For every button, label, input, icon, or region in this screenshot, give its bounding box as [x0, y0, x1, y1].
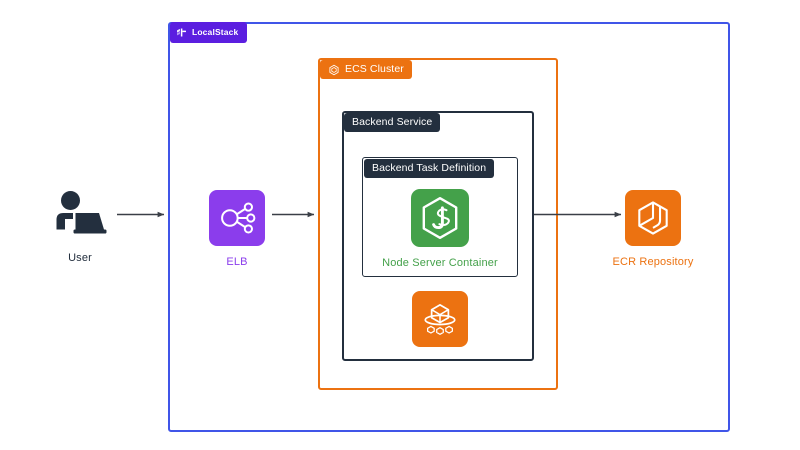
- elastic-load-balancer-icon: [209, 190, 265, 246]
- badge-localstack: LocalStack: [170, 22, 248, 43]
- user-laptop-icon: [52, 186, 108, 242]
- group-localstack-boundary: [168, 22, 730, 432]
- node-elb-label: ELB: [226, 256, 248, 268]
- group-backend-task-definition-boundary: [362, 157, 518, 277]
- localstack-logo-icon: [176, 27, 187, 38]
- node-user[interactable]: User: [52, 186, 108, 264]
- node-node-server-container-label: Node Server Container: [382, 257, 498, 269]
- ecr-repository-icon: [625, 190, 681, 246]
- node-ecr-repository-label: ECR Repository: [612, 256, 694, 268]
- ecs-task-fargate-icon: [412, 291, 468, 347]
- group-backend-service-boundary: [342, 111, 534, 361]
- node-fargate-task[interactable]: [412, 291, 468, 347]
- nodejs-icon: [411, 189, 469, 247]
- badge-backend-service: Backend Service: [344, 113, 441, 132]
- node-node-server-container[interactable]: Node Server Container: [382, 189, 498, 269]
- badge-backend-task-definition: Backend Task Definition: [364, 159, 495, 178]
- badge-ecs-cluster-label: ECS Cluster: [345, 63, 404, 76]
- badge-backend-service-label: Backend Service: [352, 116, 433, 129]
- badge-backend-task-definition-label: Backend Task Definition: [372, 162, 487, 175]
- node-elb[interactable]: ELB: [209, 190, 265, 268]
- ecs-cluster-icon: [328, 64, 340, 76]
- group-ecs-cluster-boundary: [318, 58, 558, 390]
- badge-ecs-cluster: ECS Cluster: [320, 60, 412, 79]
- node-ecr-repository[interactable]: ECR Repository: [613, 190, 693, 268]
- node-user-label: User: [68, 252, 92, 264]
- badge-localstack-label: LocalStack: [192, 27, 239, 38]
